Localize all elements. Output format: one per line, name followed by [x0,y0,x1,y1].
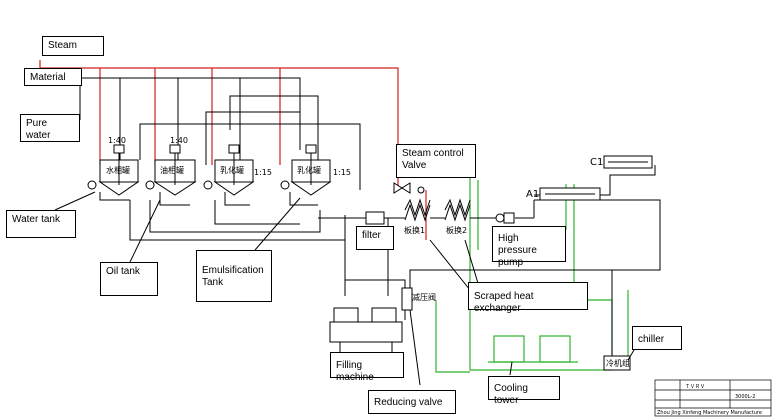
title-code: 3000L-2 [735,394,755,400]
label-filling-machine: Filling machine [330,352,404,383]
filter-unit [360,211,385,225]
chiller-unit-mark: 冷机组 [606,358,630,368]
tank-emulsification-2 [290,144,332,196]
tank-water [98,144,140,196]
plate-2-mark: 板换2 [446,225,467,235]
label-cooling-tower: Cooling tower [488,376,560,406]
tank-oil [153,144,197,196]
ratio-oil: 1:40 [170,136,188,145]
reducing-valve-mark: 减压阀 [412,292,436,302]
title-logo: ＴＶＲＶ [685,384,705,390]
tank-mark-oil: 油相罐 [160,165,184,175]
chiller-unit-symbol [603,355,631,371]
leader-lines [54,191,641,386]
label-water-tank: Water tank [6,210,76,238]
c1-mark: C1 [590,157,603,168]
title-company: Zhou Jing Xinfeng Machinery Manufacture [657,410,762,416]
label-material: Material [24,68,82,86]
label-chiller: chiller [632,326,682,350]
high-pressure-pump-symbol [495,212,515,224]
label-steam-control-valve: Steam control Valve [396,144,476,178]
a1-mark: A1 [526,189,539,200]
label-oil-tank: Oil tank [100,262,158,296]
process-lines [79,77,661,360]
scraped-exchanger-a1 [539,187,601,201]
ratio-water: 1:40 [108,136,126,145]
tank-mark-emul-1: 乳化罐 [220,165,244,175]
filling-machine-symbol [329,307,403,352]
steam-valve-symbol [393,182,425,194]
pressure-gauges [87,180,290,190]
label-reducing-valve: Reducing valve [368,390,456,414]
reducing-valve-symbol [401,287,413,311]
ratio-emul-2: 1:15 [333,168,351,177]
ratio-emul-1: 1:15 [254,168,272,177]
label-high-pressure-pump: High pressure pump [492,226,566,268]
label-pure-water: Pure water [20,114,80,142]
label-scraped-heat-exchanger: Scraped heat exchanger [468,282,588,314]
label-filter: filter [356,226,394,250]
tank-mark-water: 水相罐 [106,165,130,175]
scraped-exchanger-c1 [603,155,653,169]
plate-1-mark: 板换1 [404,225,425,235]
label-steam: Steam [42,36,104,56]
tank-mark-emul-2: 乳化罐 [297,165,321,175]
plate-exchangers [404,198,471,222]
label-emulsification-tank: Emulsification Tank [196,250,272,302]
tank-emulsification-1 [213,144,255,196]
cooling-tower-symbol [488,335,578,363]
title-block [654,379,772,417]
